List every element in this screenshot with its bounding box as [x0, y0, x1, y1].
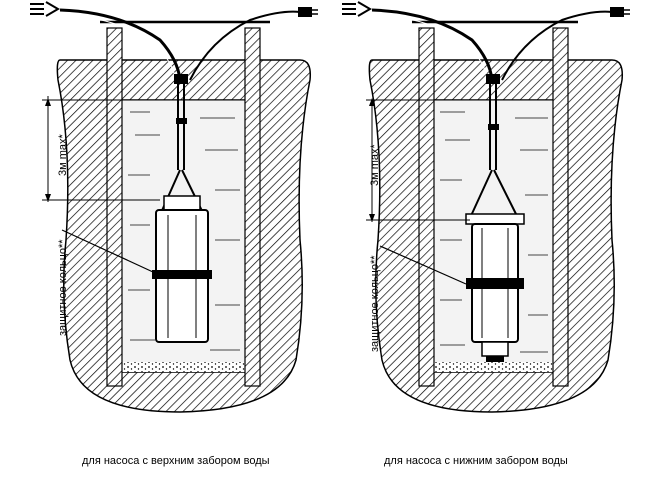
casing-right [552, 27, 569, 387]
protective-ring [152, 270, 212, 279]
pump-top-intake [152, 195, 212, 343]
caption-bottom-intake: для насоса с нижним забором воды [384, 455, 568, 467]
gravel-bottom [434, 362, 553, 372]
ring-label: защитное кольцо** [369, 255, 381, 352]
caption-top-intake: для насоса с верхним забором воды [82, 455, 270, 467]
casing-left [106, 27, 123, 387]
well-diagram-top-intake: 3м max* защитное кольцо** [30, 1, 318, 413]
casing-left [418, 27, 435, 387]
well-diagram-bottom-intake: 3м max* защитное кольцо** [342, 1, 630, 413]
depth-label: 3м max* [57, 133, 69, 176]
ring-label: защитное кольцо** [57, 239, 69, 336]
depth-label: 3м max* [369, 143, 381, 186]
casing-right [244, 27, 261, 387]
gravel-bottom [122, 362, 245, 372]
protective-ring [466, 278, 524, 289]
pump-bottom-intake [465, 213, 525, 362]
